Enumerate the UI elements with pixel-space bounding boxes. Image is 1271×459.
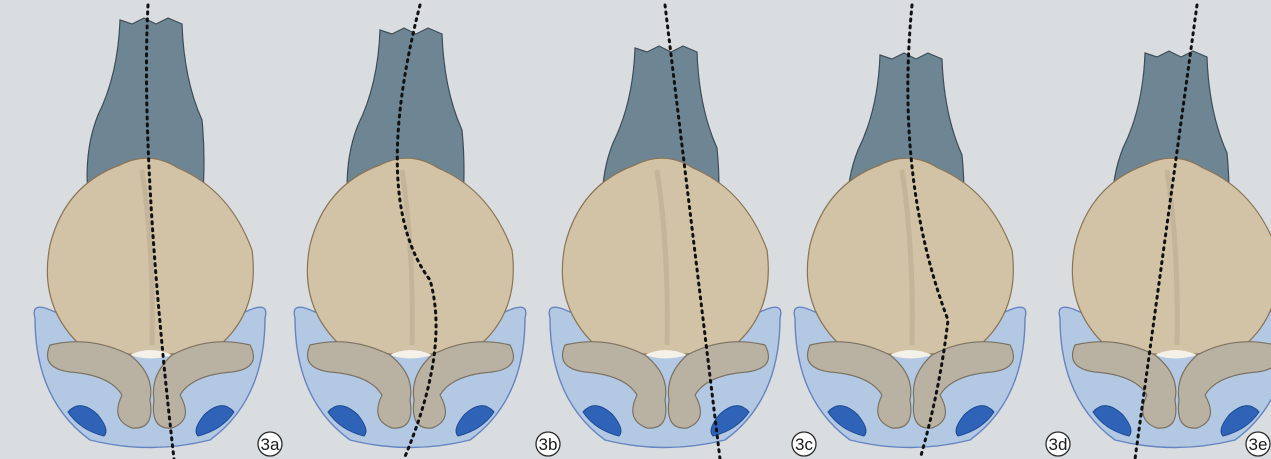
panel-label: 3e bbox=[1249, 435, 1268, 454]
panel-label: 3a bbox=[261, 435, 280, 454]
panel-label: 3d bbox=[1049, 435, 1068, 454]
panel-label: 3b bbox=[539, 435, 558, 454]
panel-label: 3c bbox=[795, 435, 813, 454]
